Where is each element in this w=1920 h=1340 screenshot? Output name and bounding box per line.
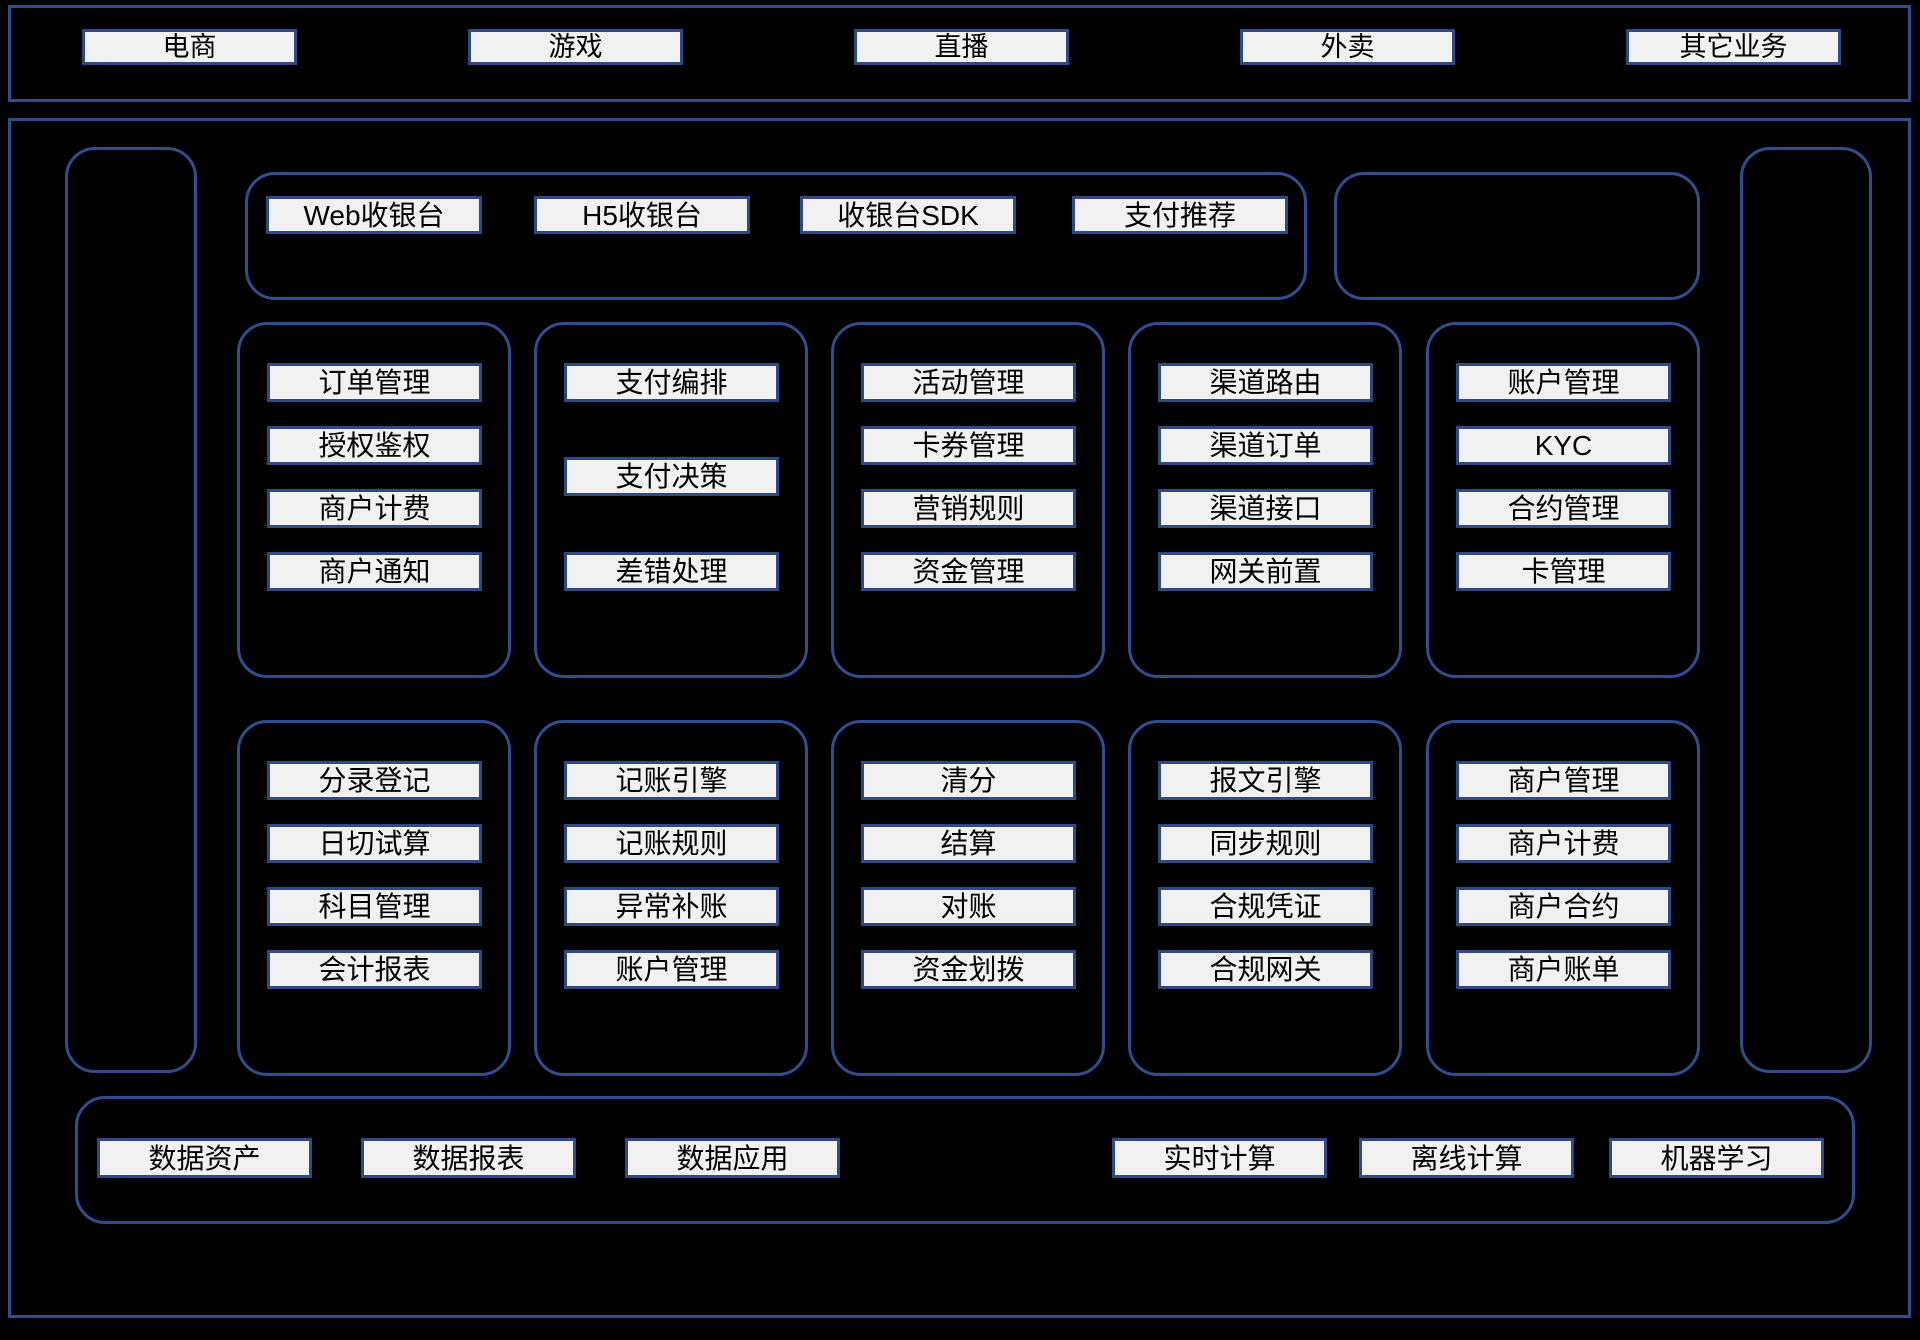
module-item: 分录登记 [267,761,482,800]
module-item: 支付决策 [564,457,779,496]
module-item: 账户管理 [1456,363,1671,402]
module-item: 记账规则 [564,824,779,863]
business-item: 游戏 [468,29,683,65]
business-item: 外卖 [1240,29,1455,65]
module-item: 卡管理 [1456,552,1671,591]
module-item: 商户管理 [1456,761,1671,800]
module-item: 科目管理 [267,887,482,926]
business-item: 电商 [82,29,297,65]
module-item: 卡券管理 [861,426,1076,465]
data-item: 机器学习 [1609,1138,1824,1178]
module-card-clearing: 清分 结算 对账 资金划拨 [831,720,1105,1076]
module-item: 资金划拨 [861,950,1076,989]
module-item: 渠道路由 [1158,363,1373,402]
module-item: 商户计费 [267,489,482,528]
access-item: H5收银台 [534,196,750,234]
module-item: 记账引擎 [564,761,779,800]
module-card-accounting: 记账引擎 记账规则 异常补账 账户管理 [534,720,808,1076]
access-item: 支付推荐 [1072,196,1288,234]
module-item: 网关前置 [1158,552,1373,591]
data-item: 数据报表 [361,1138,576,1178]
module-item: 渠道接口 [1158,489,1373,528]
module-item: 合规网关 [1158,950,1373,989]
module-item: 合约管理 [1456,489,1671,528]
module-item: 商户计费 [1456,824,1671,863]
module-item: 活动管理 [861,363,1076,402]
data-item: 数据应用 [625,1138,840,1178]
module-item: 异常补账 [564,887,779,926]
business-item: 直播 [854,29,1069,65]
module-item: 商户通知 [267,552,482,591]
module-card-compliance: 报文引擎 同步规则 合规凭证 合规网关 [1128,720,1402,1076]
module-item: 账户管理 [564,950,779,989]
business-layer: 电商 游戏 直播 外卖 其它业务 [8,5,1911,102]
access-item: Web收银台 [266,196,482,234]
business-item: 其它业务 [1626,29,1841,65]
module-item: 支付编排 [564,363,779,402]
data-item: 数据资产 [97,1138,312,1178]
checkout-panel: Web收银台 H5收银台 收银台SDK 支付推荐 [245,172,1307,300]
module-item: 同步规则 [1158,824,1373,863]
module-item: 商户合约 [1456,887,1671,926]
module-item: 清分 [861,761,1076,800]
module-item: KYC [1456,426,1671,465]
module-item: 日切试算 [267,824,482,863]
module-item: 渠道订单 [1158,426,1373,465]
data-item: 实时计算 [1112,1138,1327,1178]
left-side-bar [65,147,197,1073]
module-card-merchant: 商户管理 商户计费 商户合约 商户账单 [1426,720,1700,1076]
empty-panel [1334,172,1700,300]
module-item: 营销规则 [861,489,1076,528]
module-item: 资金管理 [861,552,1076,591]
module-card-account: 账户管理 KYC 合约管理 卡管理 [1426,322,1700,678]
module-card-payment-core: 订单管理 授权鉴权 商户计费 商户通知 [237,322,511,678]
module-card-channel: 渠道路由 渠道订单 渠道接口 网关前置 [1128,322,1402,678]
right-side-bar [1740,147,1872,1073]
module-item: 商户账单 [1456,950,1671,989]
module-item: 报文引擎 [1158,761,1373,800]
data-item: 离线计算 [1359,1138,1574,1178]
module-item: 订单管理 [267,363,482,402]
module-item: 结算 [861,824,1076,863]
module-item: 授权鉴权 [267,426,482,465]
module-item: 合规凭证 [1158,887,1373,926]
module-item: 会计报表 [267,950,482,989]
module-item: 对账 [861,887,1076,926]
platform-layer: Web收银台 H5收银台 收银台SDK 支付推荐 订单管理 授权鉴权 商户计费 … [8,118,1911,1318]
module-card-payment-orchestration: 支付编排 支付决策 差错处理 [534,322,808,678]
access-item: 收银台SDK [800,196,1016,234]
module-item: 差错处理 [564,552,779,591]
module-card-ledger: 分录登记 日切试算 科目管理 会计报表 [237,720,511,1076]
module-card-marketing: 活动管理 卡券管理 营销规则 资金管理 [831,322,1105,678]
data-platform-panel: 数据资产 数据报表 数据应用 实时计算 离线计算 机器学习 [75,1096,1855,1224]
